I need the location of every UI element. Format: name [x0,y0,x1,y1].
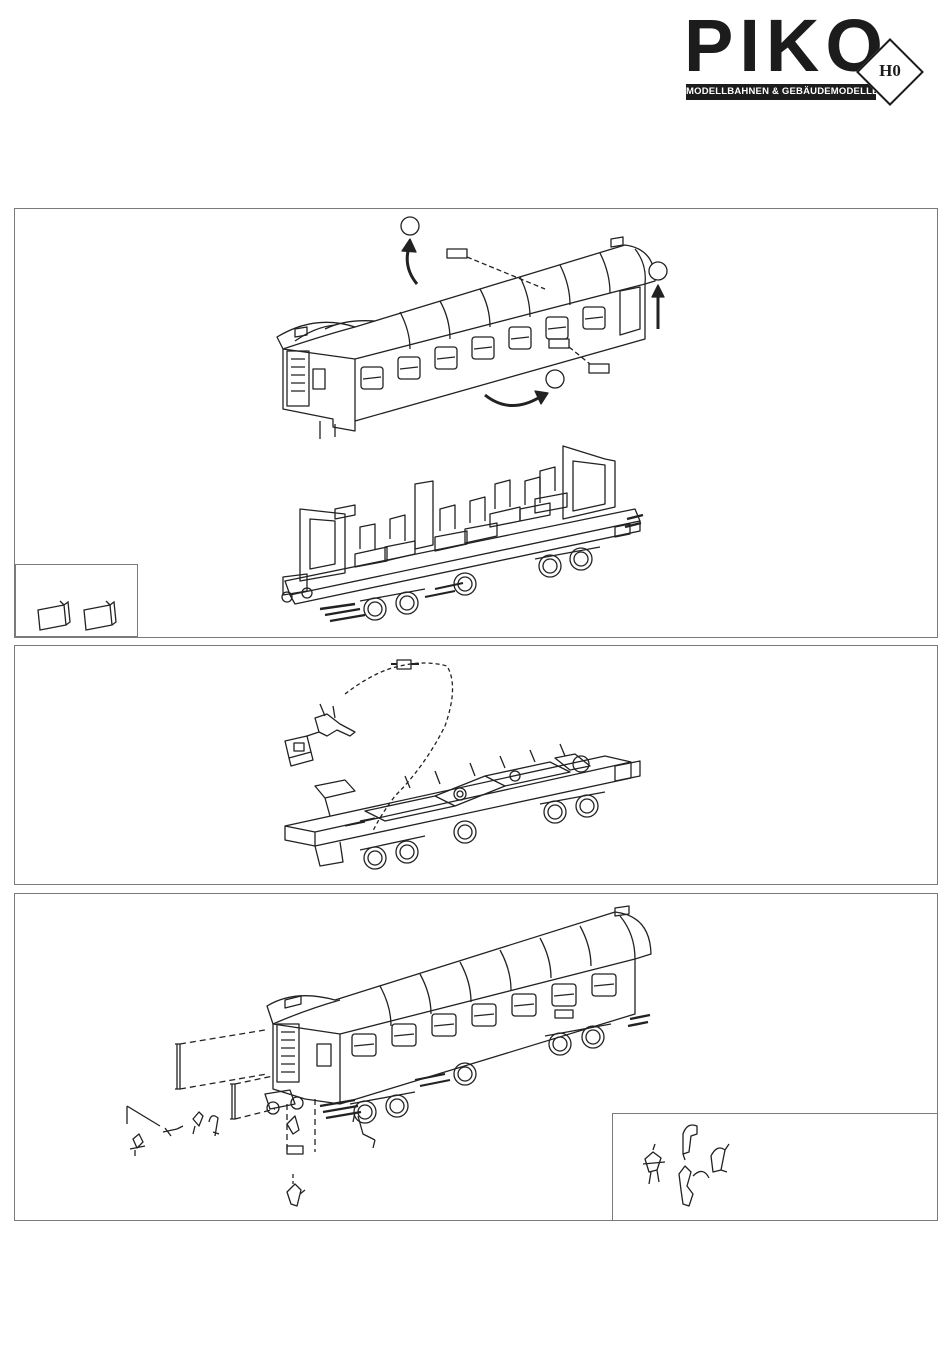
step-circle-c [546,370,564,388]
piko-logo: PIKO MODELLBAHNEN & GEBÄUDEMODELLE H0 [684,14,922,110]
scale-badge-label: H0 [874,61,906,81]
window-insert-icon [447,249,609,373]
coach-underframe-interior-icon [282,446,643,621]
coach-body-removal-drawing [15,209,939,639]
coach-body-icon [277,237,655,439]
lighting-wire-drawing [15,646,939,886]
logo-tagline: MODELLBAHNEN & GEBÄUDEMODELLE [686,84,876,100]
window-inserts-inset [15,564,138,637]
underframe-icon [285,744,640,869]
step-circle-a [401,217,419,235]
window-insert-parts-icon [16,565,139,638]
detail-parts-inset [612,1113,938,1221]
detail-part-set-icon [613,1114,939,1222]
step-3-panel [14,893,938,1221]
lift-arrow-icon [402,239,664,406]
light-bracket-icon [285,704,355,766]
step-1-panel [14,208,938,638]
step-2-panel [14,645,938,885]
assembled-coach-icon [265,906,651,1123]
step-circle-b [649,262,667,280]
loose-part-icon [127,1030,375,1206]
wire-path-icon [345,663,453,831]
